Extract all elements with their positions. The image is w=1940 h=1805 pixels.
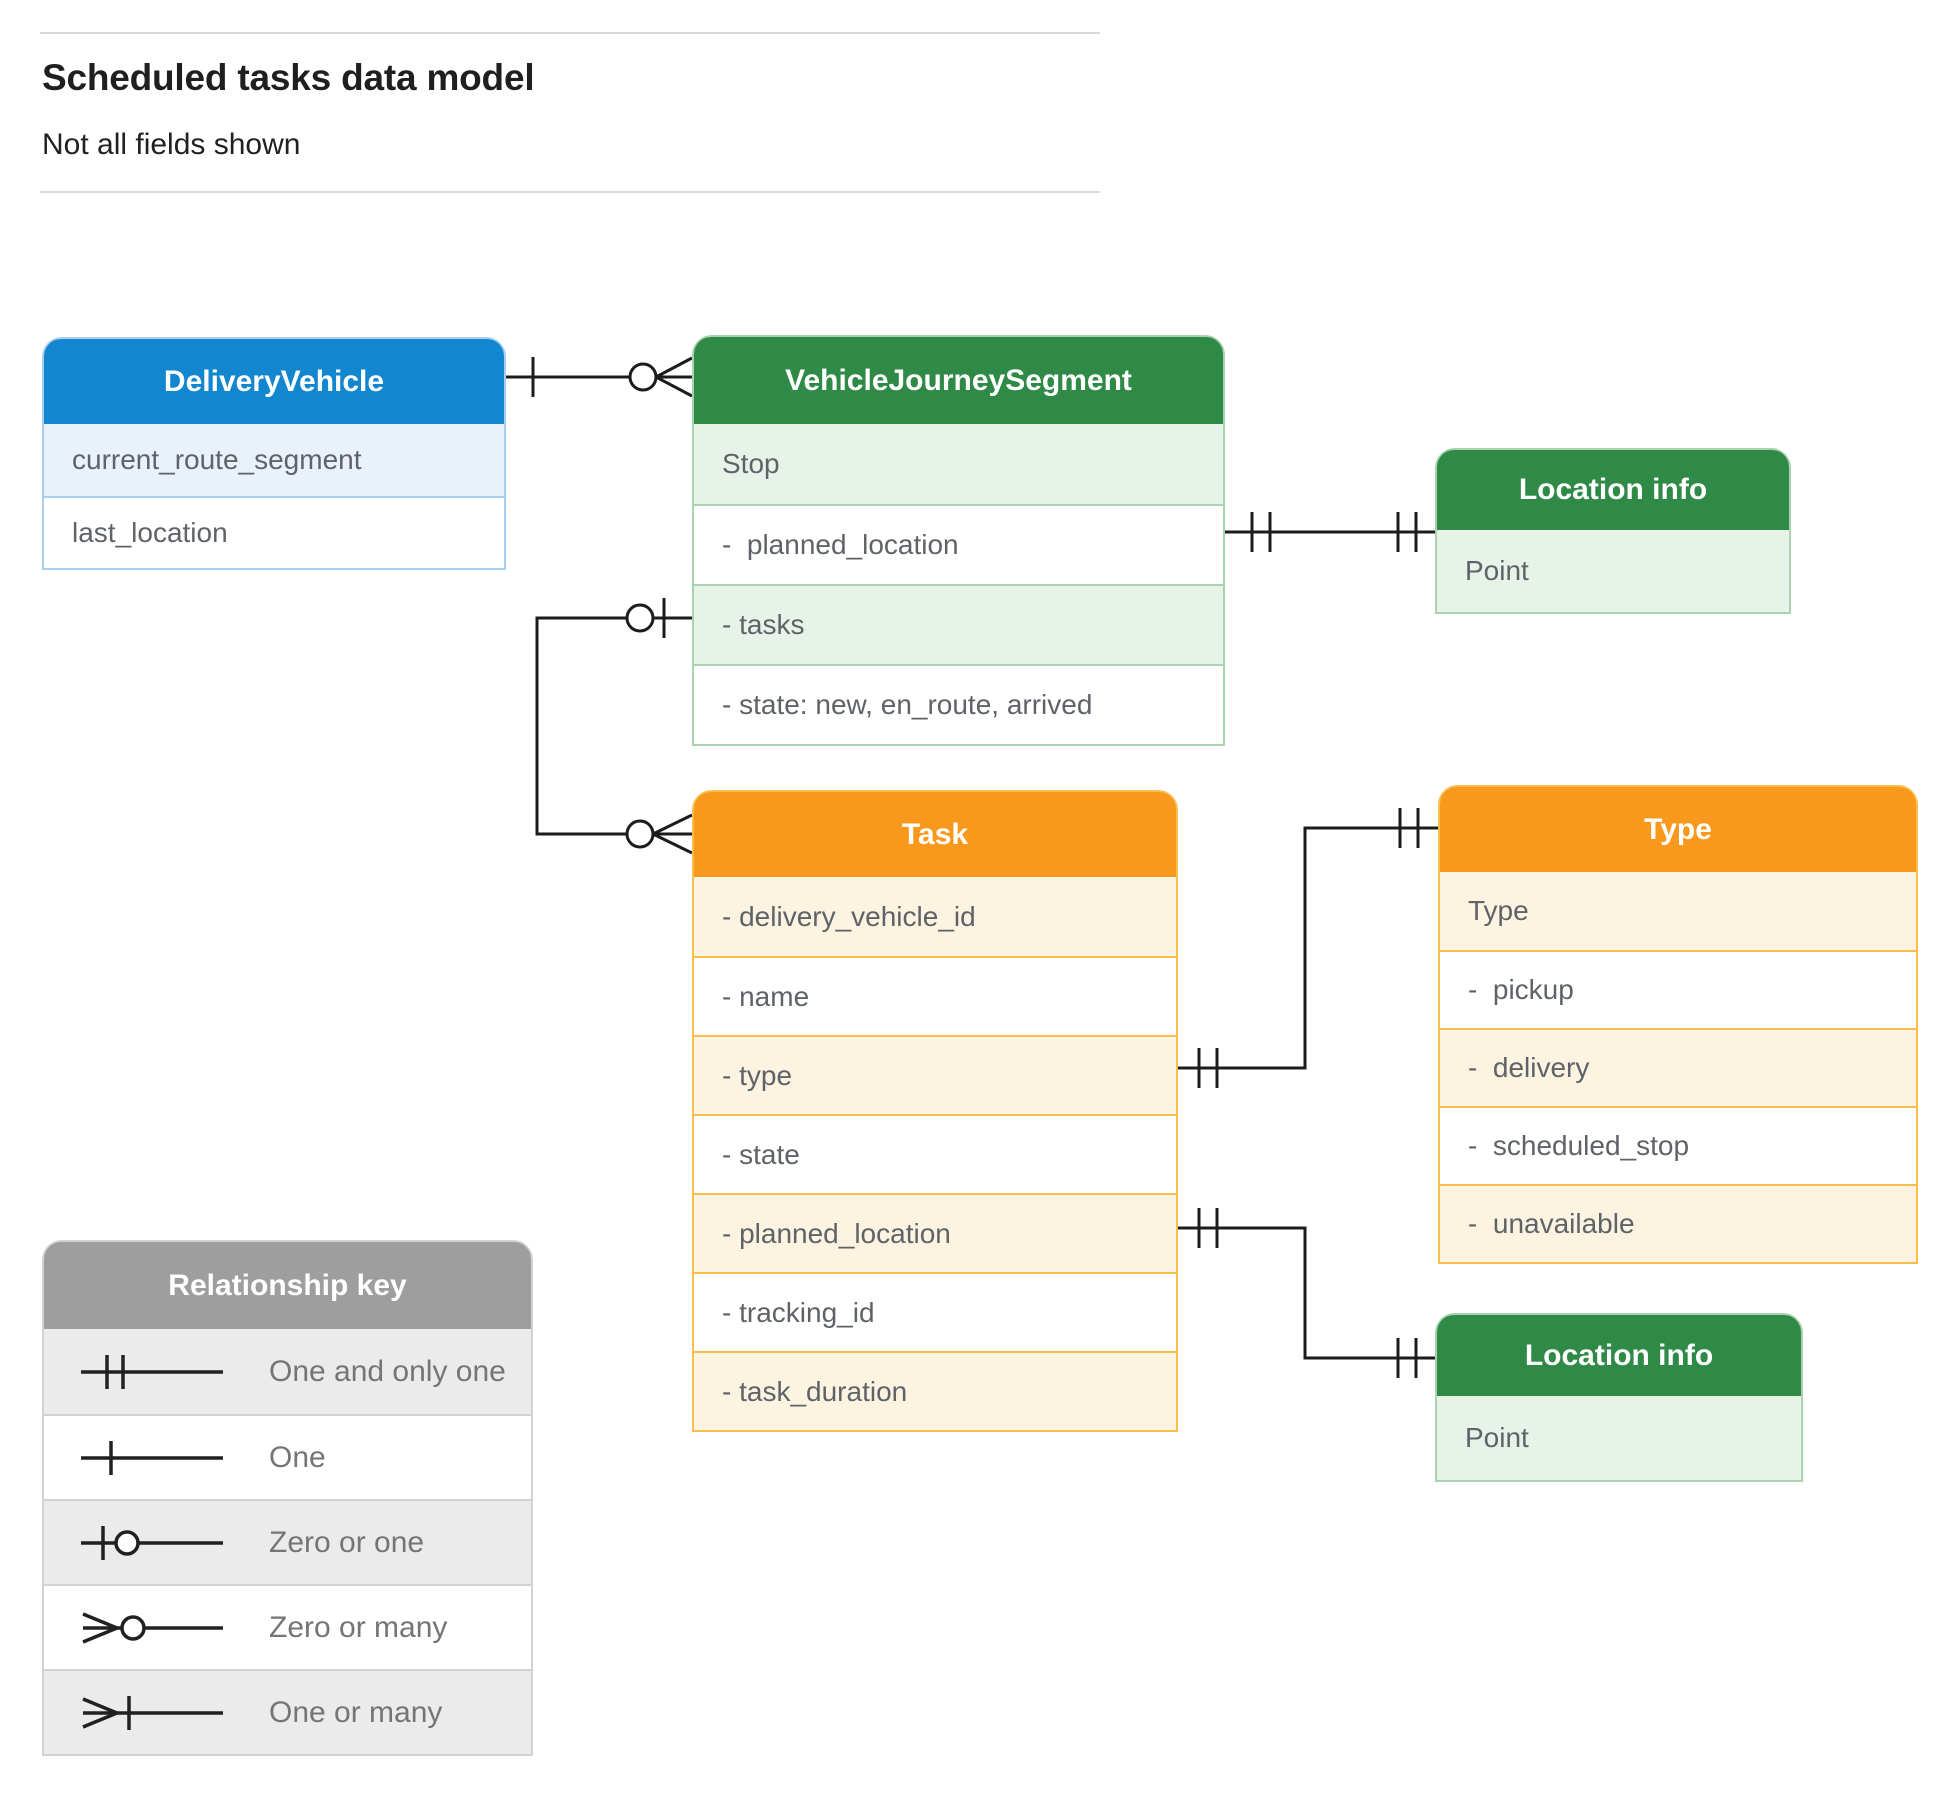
- legend-row: One or many: [44, 1669, 531, 1754]
- legend-label: One and only one: [269, 1354, 506, 1388]
- connector-task-locationinfo: [1177, 1208, 1435, 1378]
- relationship-key-title: Relationship key: [44, 1242, 531, 1329]
- legend-row: One and only one: [44, 1329, 531, 1414]
- entity-task-title: Task: [694, 792, 1176, 877]
- title-divider: [40, 191, 1100, 193]
- field-row: current_route_segment: [44, 424, 504, 496]
- field-row: - pickup: [1440, 950, 1916, 1028]
- entity-vehicle-journey-segment: VehicleJourneySegment Stop - planned_loc…: [692, 335, 1225, 746]
- field-row: Point: [1437, 1396, 1801, 1480]
- field-row: Stop: [694, 424, 1223, 504]
- field-row: - name: [694, 956, 1176, 1035]
- field-label: - tracking_id: [722, 1296, 875, 1328]
- field-label: - pickup: [1468, 974, 1574, 1005]
- legend-row: One: [44, 1414, 531, 1499]
- field-label: - delivery_vehicle_id: [722, 900, 976, 932]
- legend-row: Zero or one: [44, 1499, 531, 1584]
- entity-location-info-bottom: Location info Point: [1435, 1313, 1803, 1482]
- entity-type-title: Type: [1440, 787, 1916, 872]
- entity-type: Type Type - pickup - delivery - schedule…: [1438, 785, 1918, 1264]
- field-label: - delivery: [1468, 1052, 1590, 1083]
- legend-label: Zero or one: [269, 1525, 425, 1559]
- entity-location-info-bottom-title: Location info: [1437, 1315, 1801, 1396]
- field-label: Point: [1465, 555, 1529, 586]
- field-label: - planned_location: [722, 529, 959, 560]
- field-label: last_location: [72, 517, 228, 548]
- entity-location-info-top: Location info Point: [1435, 448, 1791, 614]
- legend-label: Zero or many: [269, 1610, 448, 1644]
- entity-task: Task - delivery_vehicle_id - name - type…: [692, 790, 1178, 1432]
- connector-vehiclejourneysegment-locationinfo: [1225, 512, 1435, 552]
- top-divider: [40, 32, 1100, 34]
- one-and-only-one-icon: [81, 1354, 223, 1389]
- field-label: Type: [1468, 895, 1529, 926]
- one-icon: [81, 1440, 223, 1475]
- field-label: - planned_location: [722, 1217, 951, 1249]
- field-row: - delivery_vehicle_id: [694, 877, 1176, 956]
- legend-label: One: [269, 1440, 326, 1474]
- field-label: - scheduled_stop: [1468, 1130, 1690, 1161]
- relationship-key: Relationship key One and only one One Ze…: [42, 1240, 533, 1756]
- field-row: - state: new, en_route, arrived: [694, 664, 1223, 744]
- zero-or-many-icon: [82, 1611, 223, 1644]
- field-row: - type: [694, 1035, 1176, 1114]
- field-row: - scheduled_stop: [1440, 1106, 1916, 1184]
- connector-task-type: [1177, 808, 1438, 1088]
- zero-or-one-icon: [81, 1525, 223, 1560]
- field-row: Point: [1437, 530, 1789, 612]
- field-label: current_route_segment: [72, 444, 362, 475]
- legend-row: Zero or many: [44, 1584, 531, 1669]
- connector-vehiclejourneysegment-task: [535, 598, 693, 855]
- field-row: Type: [1440, 872, 1916, 950]
- field-row: - tracking_id: [694, 1272, 1176, 1351]
- one-or-many-icon: [82, 1695, 223, 1730]
- field-row: - task_duration: [694, 1351, 1176, 1430]
- entity-delivery-vehicle-title: DeliveryVehicle: [44, 339, 504, 424]
- field-label: - state: [722, 1138, 800, 1170]
- field-label: - state: new, en_route, arrived: [722, 689, 1093, 720]
- field-label: - name: [722, 980, 810, 1012]
- page-subtitle: Not all fields shown: [42, 128, 301, 161]
- field-label: - type: [722, 1059, 793, 1091]
- field-row: - delivery: [1440, 1028, 1916, 1106]
- field-row: - tasks: [694, 584, 1223, 664]
- page-title: Scheduled tasks data model: [42, 57, 535, 98]
- field-row: - unavailable: [1440, 1184, 1916, 1262]
- field-row: - planned_location: [694, 504, 1223, 584]
- field-label: - task_duration: [722, 1375, 908, 1407]
- field-row: last_location: [44, 496, 504, 568]
- field-label: - unavailable: [1468, 1208, 1635, 1239]
- field-label: Point: [1465, 1422, 1529, 1453]
- legend-label: One or many: [269, 1695, 443, 1729]
- field-label: - tasks: [722, 609, 805, 640]
- field-row: - planned_location: [694, 1193, 1176, 1272]
- connector-deliveryvehicle-vehiclejourneysegment: [506, 356, 693, 398]
- field-label: Stop: [722, 448, 780, 479]
- entity-delivery-vehicle: DeliveryVehicle current_route_segment la…: [42, 337, 506, 570]
- field-row: - state: [694, 1114, 1176, 1193]
- entity-vehicle-journey-segment-title: VehicleJourneySegment: [694, 337, 1223, 424]
- entity-location-info-top-title: Location info: [1437, 450, 1789, 530]
